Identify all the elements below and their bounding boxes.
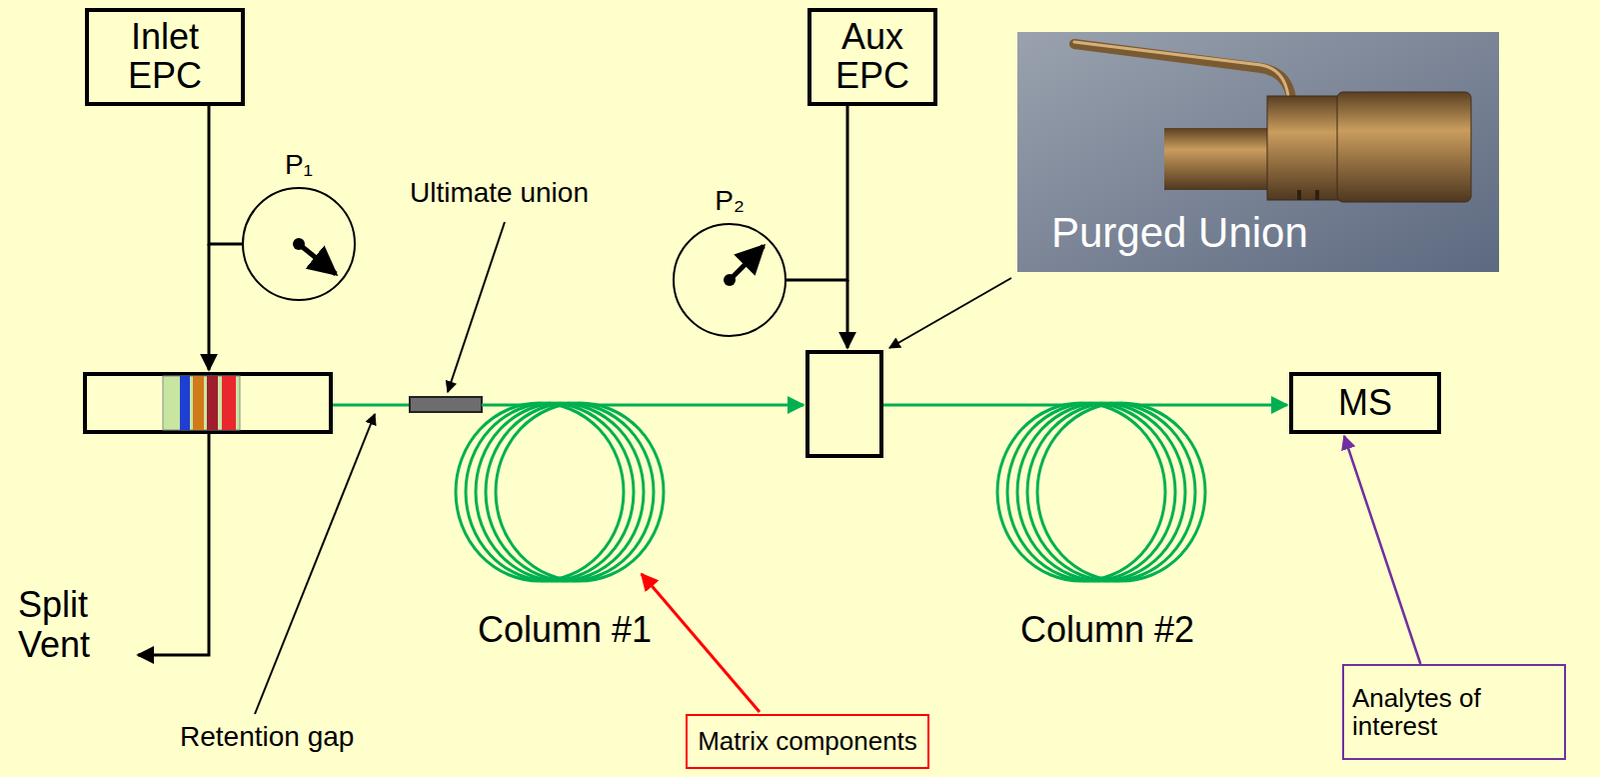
split-vent-line <box>137 433 209 655</box>
callout-text: Analytes of interest <box>1352 683 1553 740</box>
gauge-line <box>785 105 848 280</box>
pressure-gauge: P₁ <box>239 149 358 302</box>
box-label: Inlet EPC <box>104 17 225 96</box>
photo-caption: Purged Union <box>1051 209 1309 255</box>
pressure-gauge: P₂ <box>670 185 789 338</box>
part-label: Ultimate union <box>409 177 589 209</box>
ultimate-union-symbol <box>409 396 482 412</box>
controller-box: Aux EPC <box>807 7 938 106</box>
column-label: Column #1 <box>477 609 652 650</box>
pressure-gauge <box>242 187 355 300</box>
pressure-gauge <box>673 223 786 336</box>
detector-box: MS <box>1289 371 1442 434</box>
column-label: Column #2 <box>1020 609 1195 650</box>
aux-gas-line <box>846 279 850 348</box>
column-coil <box>455 402 664 581</box>
callout-box: Matrix components <box>685 713 930 769</box>
box-label: Aux EPC <box>822 17 923 96</box>
part-label: Retention gap <box>179 721 354 753</box>
purged-union-symbol <box>807 351 882 456</box>
leader-line <box>889 277 1012 348</box>
retention-gap-line <box>332 403 410 407</box>
callout-arrow <box>641 573 760 712</box>
gauge-label: P₁ <box>284 149 313 180</box>
gauge-line <box>208 105 243 244</box>
union-photo <box>1017 31 1500 272</box>
callout-text: Matrix components <box>697 726 918 755</box>
leader-line <box>447 221 505 392</box>
column-coil <box>997 402 1206 581</box>
gauge-label: P₂ <box>714 185 745 216</box>
callout-arrow <box>1344 435 1421 664</box>
photo-panel: Purged Union <box>1017 31 1500 272</box>
box-label: MS <box>1338 383 1393 423</box>
leader-line <box>254 413 375 714</box>
injector-body <box>84 373 331 432</box>
liner-stripes <box>162 375 240 430</box>
controller-box: Inlet EPC <box>84 7 245 106</box>
callout-box: Analytes of interest <box>1342 663 1567 760</box>
gas-line <box>207 243 211 370</box>
part-label: Split Vent <box>17 584 118 664</box>
